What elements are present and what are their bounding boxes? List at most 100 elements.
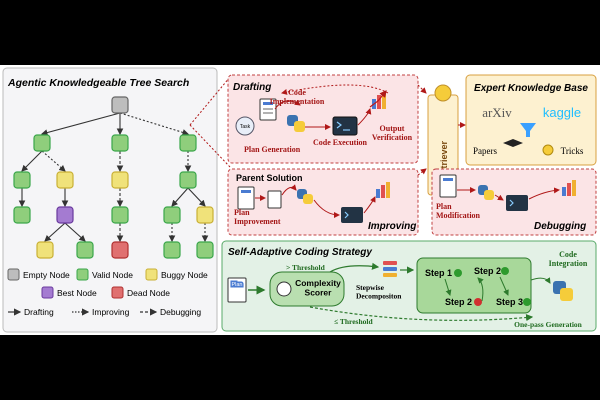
tree-node-valid: [179, 134, 197, 152]
arxiv-logo: arXiv: [482, 105, 512, 120]
grad-cap-icon: [503, 139, 523, 147]
improve-chart-icon: [376, 182, 390, 198]
arrow-step2a-step3: [499, 276, 509, 296]
drafting-title: Drafting: [233, 82, 271, 93]
tree-node-valid: [111, 206, 129, 224]
tree-node-valid: [33, 134, 51, 152]
terminal-icon: [332, 116, 358, 136]
legend-valid-node: Valid Node: [92, 270, 133, 280]
arrow-integration: [530, 277, 551, 284]
tree-node-valid: [163, 206, 181, 224]
improve-python-icon: [297, 189, 313, 204]
arrow-improve-exec-out: [363, 196, 376, 214]
final-python-icon: [553, 281, 573, 301]
parent-solution: Parent Solution: [236, 173, 303, 183]
step-2b: Step 2: [445, 297, 472, 307]
debug-chart-icon: [562, 180, 576, 196]
arrow-retriever-drafting: [417, 84, 427, 94]
legend-buggy-swatch: [145, 268, 158, 281]
tree-nodes: [13, 96, 214, 259]
diagram-canvas: Agentic Knowledgeable Tree Search Empty …: [0, 65, 600, 335]
tree-node-valid: [13, 206, 31, 224]
knowledge-base-title: Expert Knowledge Base: [474, 83, 588, 94]
diagram-svg: Agentic Knowledgeable Tree Search Empty …: [2, 67, 597, 333]
tree-title: Agentic Knowledgeable Tree Search: [7, 77, 189, 89]
filter-funnel-icon: [520, 123, 536, 137]
arrow-improve-code-exec: [313, 199, 340, 218]
tricks-label: Tricks: [561, 146, 584, 156]
retriever-label: Retriever: [439, 140, 449, 180]
tree-node-dead: [111, 241, 129, 259]
tree-node-valid: [179, 171, 197, 189]
debug-python-icon: [478, 185, 494, 200]
step3-check-icon: [523, 298, 531, 306]
tree-node-buggy: [36, 241, 54, 259]
arrow-gt-threshold: [329, 262, 380, 273]
tree-edge: [44, 222, 66, 242]
plan-generation: Plan Generation: [244, 145, 301, 154]
arrow-retriever-improving: [417, 168, 427, 176]
legend-dead-node: Dead Node: [127, 288, 170, 298]
output-chart-icon: [369, 90, 387, 109]
arrow-step2b-step2a: [477, 277, 484, 302]
connector-drafting: [189, 76, 231, 126]
openai-logo-icon: [276, 281, 292, 297]
improving-panel: [227, 168, 419, 236]
tree-node-valid: [13, 171, 31, 189]
kaggle-logo: kaggle: [543, 105, 581, 120]
tree-node-buggy: [196, 206, 214, 224]
improve-plan-icon: [267, 190, 282, 209]
plan-doc-header-icon: [263, 102, 273, 105]
debug-plan-header-icon: [443, 178, 453, 181]
parent-doc-header-icon: [241, 190, 251, 193]
legend-dead-swatch: [111, 286, 124, 299]
papers-label: Papers: [473, 146, 497, 156]
one-pass-generation: One-pass Generation: [514, 320, 583, 329]
legend-best-swatch: [41, 286, 54, 299]
tree-node-valid: [111, 134, 129, 152]
legend-buggy-node: Buggy Node: [161, 270, 208, 280]
legend-debugging: Debugging: [160, 307, 201, 317]
step2b-cross-icon: [474, 298, 482, 306]
drafting-panel: [227, 74, 419, 164]
arrow-verify-loop: [281, 84, 389, 95]
arrow-step1-step2b: [444, 278, 452, 296]
task-icon: [235, 116, 255, 136]
decomposition-list-icon: [383, 261, 397, 277]
tree-node-buggy: [111, 171, 129, 189]
tree-node-valid: [196, 241, 214, 259]
python-logo-icon: [287, 115, 305, 132]
arrow-exec-to-output: [357, 108, 372, 126]
connector-improving: [189, 124, 231, 168]
tree-edge: [187, 187, 206, 207]
improving-title: Improving: [368, 221, 416, 232]
step-1: Step 1: [425, 268, 452, 278]
legend-drafting: Drafting: [24, 307, 54, 317]
complexity-scorer-box: [269, 271, 345, 307]
tree-node-empty: [111, 96, 129, 114]
arrow-le-threshold: [309, 306, 534, 322]
step-2a: Step 2: [474, 266, 501, 276]
arrow-debug-exec-out: [528, 187, 560, 200]
tree-legend: Empty Node Valid Node Buggy Node Best No…: [7, 268, 208, 317]
coding-plan-label: Plan: [231, 282, 242, 288]
tree-edges: [18, 112, 209, 243]
legend-improving: Improving: [92, 307, 130, 317]
debug-terminal-icon: [506, 195, 528, 211]
lightbulb-icon: [542, 144, 554, 156]
tree-edge: [40, 112, 121, 136]
tree-edge: [21, 150, 43, 172]
improve-terminal-icon: [341, 207, 363, 223]
code-execution: Code Execution: [313, 138, 368, 147]
legend-best-node: Best Node: [57, 288, 97, 298]
legend-empty-node: Empty Node: [23, 270, 70, 280]
tree-edge: [41, 150, 66, 172]
tree-node-valid: [163, 241, 181, 259]
